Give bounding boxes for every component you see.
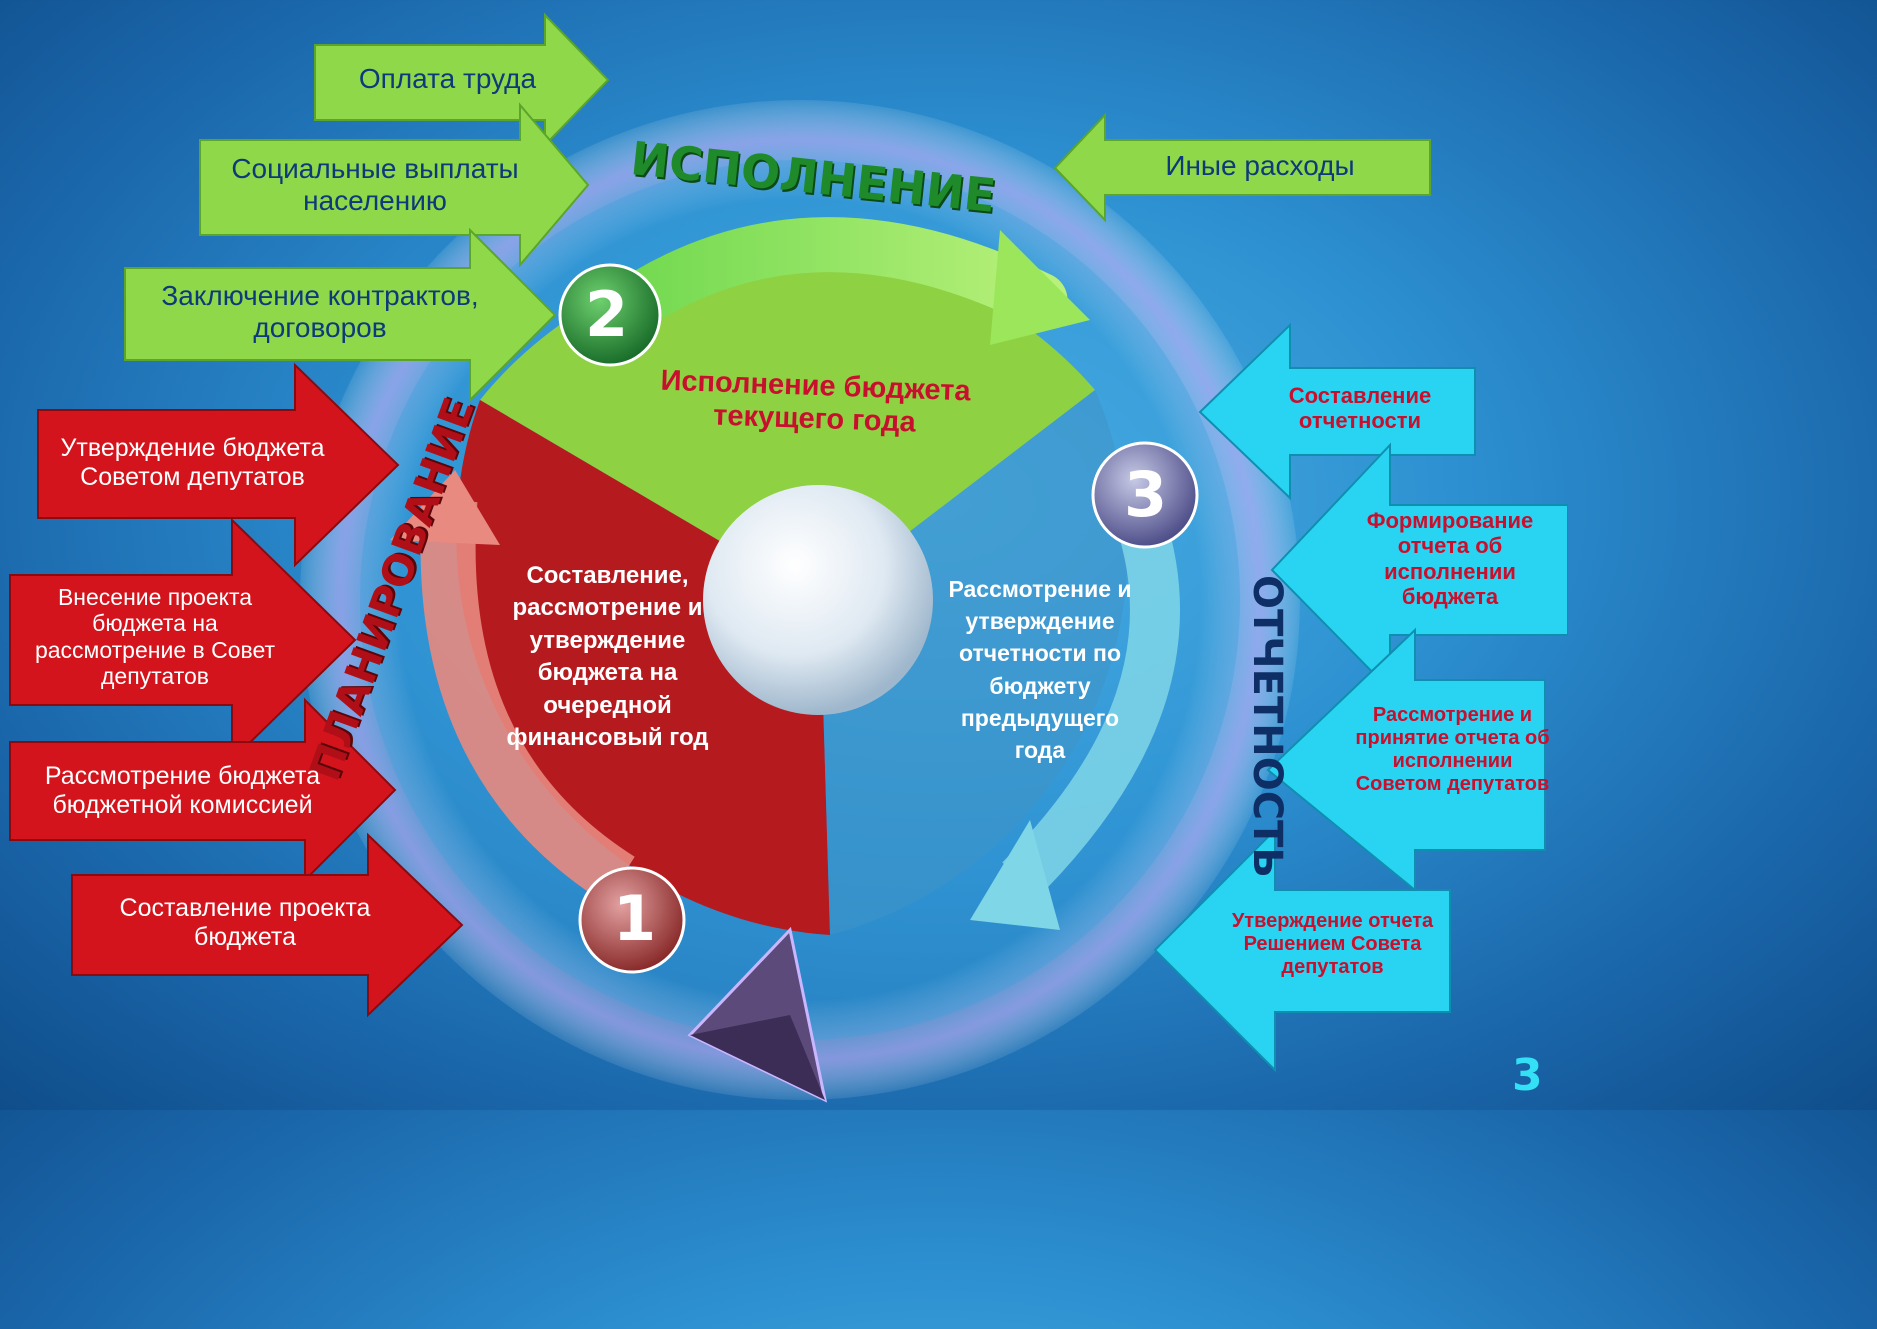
center-sphere <box>703 485 933 715</box>
stage-2-badge <box>558 263 662 367</box>
page-number: 3 <box>1512 1050 1543 1101</box>
reporting-title: ОТЧЕТНОСТЬ <box>1244 575 1290 878</box>
execution-arrow-label-4: Иные расходы <box>1165 150 1355 181</box>
reporting-arrow-label-2: Формирование отчета об исполнении бюджет… <box>1366 508 1534 609</box>
green-arrow-shapes <box>124 12 1431 403</box>
stage-1-number: 1 <box>613 882 657 955</box>
planning-arrow-label-1: Утверждение бюджета Советом депутатов <box>60 434 325 491</box>
reporting-arrow-label-1: Составление отчетности <box>1288 383 1432 434</box>
cyan-arrow-shapes <box>1153 322 1568 1073</box>
execution-description: Исполнение бюджета текущего года <box>660 364 972 439</box>
planning-description: Составление, рассмотрение и утверждение … <box>506 562 709 751</box>
reporting-description: Рассмотрение и утверждение отчетности по… <box>948 576 1132 763</box>
planning-curved-arrow <box>420 497 635 904</box>
planning-arrow-label-4: Составление проекта бюджета <box>119 894 371 951</box>
execution-arrow-label-2: Социальные выплаты населению <box>231 153 519 217</box>
execution-arrow-label-1: Оплата труда <box>358 63 537 94</box>
execution-curved-arrow <box>582 217 1068 348</box>
execution-arrow-label-3: Заключение контрактов, договоров <box>161 280 479 344</box>
stage-2-number: 2 <box>585 278 629 351</box>
planning-arrow-label-3: Рассмотрение бюджета бюджетной комиссией <box>44 762 321 819</box>
reporting-curved-arrow <box>1002 512 1180 898</box>
cycle-diagram <box>9 12 1568 1103</box>
planning-arrow-label-2: Внесение проекта бюджета на рассмотрение… <box>34 584 276 690</box>
reporting-arrow-label-3: Рассмотрение и принятие отчета об исполн… <box>1355 704 1550 795</box>
stage-1-badge <box>578 866 686 974</box>
reporting-sector <box>820 390 1128 935</box>
stage-3-badge <box>1091 441 1199 549</box>
stage-3-number: 3 <box>1124 458 1168 531</box>
red-arrow-shapes <box>9 362 464 1018</box>
planning-sector <box>456 400 830 935</box>
reporting-arrow-label-4: Утверждение отчета Решением Совета депут… <box>1231 910 1434 978</box>
